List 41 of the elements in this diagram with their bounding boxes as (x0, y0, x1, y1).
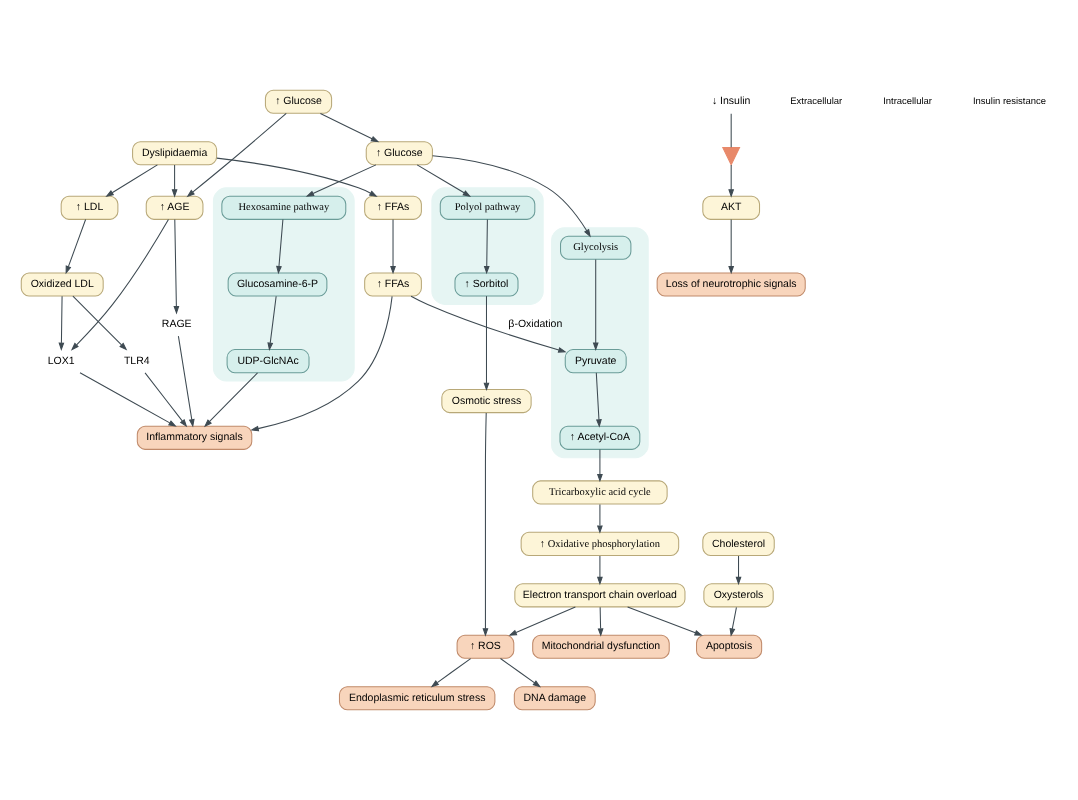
arrow (596, 448, 603, 483)
arrow (79, 372, 177, 427)
arrow (595, 372, 602, 428)
arrow (735, 555, 742, 586)
arrow (729, 606, 737, 637)
arrow (250, 295, 393, 432)
arrow (72, 295, 128, 351)
arrow (305, 164, 377, 197)
connector (730, 113, 732, 148)
arrow (390, 219, 396, 275)
arrow (319, 113, 380, 143)
arrow (276, 219, 284, 275)
arrow (596, 503, 603, 534)
arrow (508, 606, 576, 636)
node-receptor (721, 146, 741, 166)
arrow (144, 372, 188, 428)
arrow (483, 295, 490, 392)
arrow (171, 164, 178, 198)
arrow (58, 295, 65, 351)
arrow (105, 164, 158, 197)
arrow (499, 658, 542, 688)
arrow (728, 164, 735, 198)
arrow (203, 372, 259, 428)
arrow (627, 606, 703, 636)
arrow (728, 219, 735, 275)
arrow (416, 164, 472, 197)
arrow (410, 295, 567, 353)
arrow (177, 335, 195, 428)
arrow (483, 219, 490, 275)
arrow (482, 412, 489, 637)
arrow (592, 258, 599, 351)
arrow (70, 219, 169, 351)
arrow (597, 606, 604, 637)
arrow (173, 218, 180, 315)
arrow (596, 555, 603, 586)
arrow (186, 112, 287, 198)
arrow (65, 219, 87, 275)
arrow (267, 295, 277, 351)
arrow (432, 155, 591, 238)
arrow (216, 157, 378, 197)
arrow (430, 658, 472, 688)
